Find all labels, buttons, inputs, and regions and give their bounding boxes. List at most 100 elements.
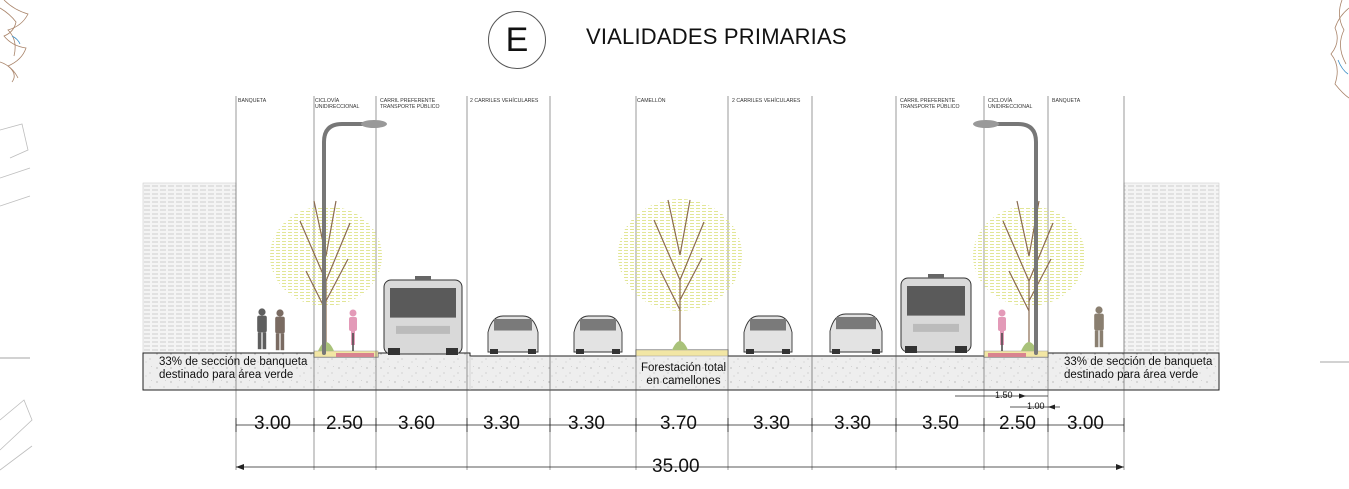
- note-left-line-2: destinado para área verde: [159, 369, 294, 381]
- street-lamp-right-head: [973, 120, 999, 128]
- left-page-fragment: [0, 0, 29, 83]
- building-left: [142, 182, 237, 354]
- bus-left-windshield: [390, 288, 456, 318]
- dim-median: 3.70: [660, 413, 697, 434]
- section-title: VIALIDADES PRIMARIAS: [586, 24, 847, 49]
- cyclist-right-torso: [998, 317, 1006, 331]
- zone-label-sidewalk-right: BANQUETA: [1052, 98, 1081, 104]
- dim-arrow-total-right: [1116, 464, 1124, 470]
- zone-label-transit-lane-right: CARRIL PREFERENTE TRANSPORTE PÚBLICO: [900, 98, 960, 110]
- car-1-wheel-l: [490, 349, 498, 354]
- dim-bike-lane-left: 2.50: [326, 413, 363, 434]
- zone-label-car-lanes-right: 2 CARRILES VEHÍCULARES: [732, 98, 801, 104]
- left-page-fragment-lines: [0, 123, 33, 471]
- trees: [270, 199, 1085, 351]
- tree-median: [618, 199, 742, 350]
- street-lamps: [322, 120, 1038, 355]
- car-4-window: [836, 317, 876, 330]
- note-right-line-1: 33% de sección de banqueta: [1064, 356, 1213, 368]
- bus-right-wheel-r: [955, 346, 967, 353]
- pedestrian-2-head: [276, 309, 284, 317]
- bus-left-wheel-r: [446, 348, 458, 355]
- cyclist-right: [998, 309, 1006, 351]
- bus-right-windshield: [907, 286, 965, 316]
- building-right: [1123, 182, 1220, 354]
- cyclist-left: [349, 309, 357, 351]
- pedestrian-2-leg-r: [280, 333, 285, 351]
- zone-divider-lines: [235, 96, 1125, 470]
- note-left-green-area: 33% de sección de banqueta destinado par…: [159, 356, 307, 382]
- cyclist-left-head: [349, 309, 357, 317]
- dim-sidewalk-right: 3.00: [1067, 413, 1104, 434]
- dim-car-lane-3: 3.30: [753, 413, 790, 434]
- bus-right-wheel-l: [905, 346, 917, 353]
- note-right-green-area: 33% de sección de banqueta destinado par…: [1064, 356, 1212, 382]
- car-3-wheel-l: [746, 349, 754, 354]
- pedestrian-1-leg-l: [257, 332, 262, 350]
- car-1-window: [494, 319, 532, 331]
- dim-transit-lane-left: 3.60: [398, 413, 435, 434]
- bus-left-sign: [415, 276, 431, 280]
- bus-left-grill: [396, 325, 450, 334]
- buildings: [142, 182, 1220, 354]
- dim-total-width: 35.00: [652, 456, 700, 477]
- pedestrian-3-head: [1095, 306, 1103, 314]
- dim-car-lane-2: 3.30: [568, 413, 605, 434]
- car-2-window: [580, 319, 616, 331]
- dim-bike-lane-right: 2.50: [999, 413, 1036, 434]
- dim-car-lane-4: 3.30: [834, 413, 871, 434]
- pedestrian-3-leg-r: [1099, 330, 1104, 348]
- dim-sidewalk-left: 3.00: [254, 413, 291, 434]
- note-median-forestation: Forestación total en camellones: [641, 362, 726, 388]
- pedestrian-1-head: [258, 308, 266, 316]
- bike-lane-left: [336, 353, 374, 357]
- bus-left: [383, 276, 463, 355]
- street-lamp-left-pole: [322, 122, 382, 355]
- pedestrian-2: [275, 309, 285, 351]
- car-3: [743, 315, 793, 354]
- tree-right-shrub: [1021, 342, 1037, 351]
- dimension-lines: [235, 393, 1125, 470]
- street-lamp-right-pole: [978, 122, 1038, 355]
- zone-label-median: CAMELLÓN: [637, 98, 666, 104]
- car-4: [829, 313, 883, 354]
- car-1: [487, 315, 539, 354]
- zone-label-car-lanes-left: 2 CARRILES VEHÍCULARES: [470, 98, 539, 104]
- car-2-wheel-r: [612, 349, 620, 354]
- tree-median-trunk: [653, 199, 705, 350]
- dim-arrow-small-a: [1019, 393, 1026, 399]
- bus-right-sign: [928, 274, 944, 278]
- zone-label-transit-lane-left: CARRIL PREFERENTE TRANSPORTE PÚBLICO: [380, 98, 440, 110]
- note-median-line-2: en camellones: [646, 375, 721, 387]
- pedestrian-1-leg-r: [262, 332, 267, 350]
- note-left-line-1: 33% de sección de banqueta: [159, 356, 308, 368]
- right-page-fragment: [1320, 0, 1349, 363]
- dim-arrow-total-left: [236, 464, 244, 470]
- pedestrian-3-torso: [1094, 313, 1104, 331]
- dim-small-a: 1.50: [995, 390, 1013, 400]
- note-right-line-2: destinado para área verde: [1064, 369, 1199, 381]
- car-3-wheel-r: [782, 349, 790, 354]
- car-4-wheel-l: [832, 349, 840, 354]
- section-letter-circle: E: [488, 11, 546, 69]
- car-2: [573, 315, 623, 354]
- dim-transit-lane-right: 3.50: [922, 413, 959, 434]
- pedestrian-1-torso: [257, 315, 267, 333]
- street-lamp-left-head: [361, 120, 387, 128]
- car-2-wheel-l: [576, 349, 584, 354]
- dim-car-lane-1: 3.30: [483, 413, 520, 434]
- cyclist-left-torso: [349, 317, 357, 331]
- car-4-wheel-r: [872, 349, 880, 354]
- zone-label-sidewalk-left: BANQUETA: [238, 98, 267, 104]
- car-1-wheel-r: [528, 349, 536, 354]
- bus-right-grill: [913, 323, 959, 332]
- pedestrians-and-cyclists: [257, 306, 1104, 351]
- planter-median: [635, 349, 729, 357]
- vehicles: [383, 274, 972, 355]
- tree-right: [973, 200, 1085, 351]
- pedestrian-3-leg-l: [1094, 330, 1099, 348]
- bus-right: [900, 274, 972, 353]
- pedestrian-2-leg-l: [275, 333, 280, 351]
